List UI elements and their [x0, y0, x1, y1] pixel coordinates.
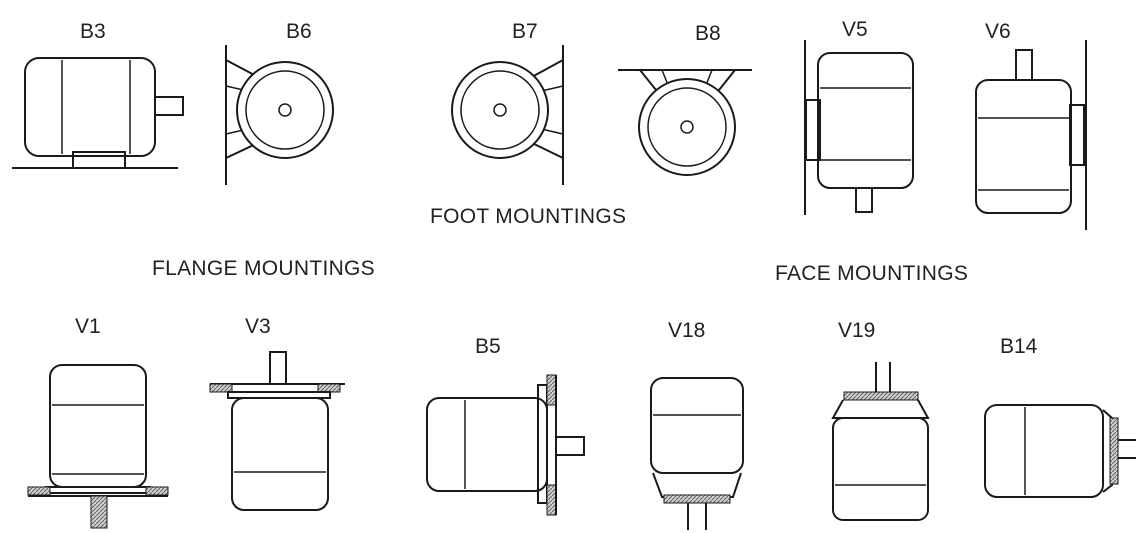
- label-b14: B14: [1000, 335, 1038, 358]
- motor-v1: [27, 364, 169, 529]
- label-b6: B6: [286, 20, 312, 43]
- motor-v19: [831, 362, 930, 521]
- label-v3: V3: [245, 315, 271, 338]
- label-b7: B7: [512, 20, 538, 43]
- motor-b6: [225, 45, 334, 185]
- label-v19: V19: [838, 319, 875, 342]
- motor-b7: [451, 45, 564, 185]
- label-v6: V6: [985, 20, 1011, 43]
- label-v18: V18: [668, 319, 705, 342]
- group-title-flange: FLANGE MOUNTINGS: [152, 257, 375, 280]
- label-b3: B3: [80, 20, 106, 43]
- motor-b8: [618, 69, 752, 176]
- group-title-foot: FOOT MOUNTINGS: [430, 205, 626, 228]
- motor-v18: [650, 377, 744, 530]
- label-v5: V5: [842, 18, 868, 41]
- label-b8: B8: [695, 22, 721, 45]
- motor-v3: [209, 351, 345, 511]
- motor-v6: [975, 40, 1087, 230]
- group-title-face: FACE MOUNTINGS: [775, 262, 968, 285]
- label-b5: B5: [475, 335, 501, 358]
- label-v1: V1: [75, 315, 101, 338]
- motor-b14: [984, 404, 1136, 498]
- motor-b5: [426, 374, 585, 516]
- motor-v5: [804, 40, 914, 215]
- motor-b3: [12, 57, 184, 169]
